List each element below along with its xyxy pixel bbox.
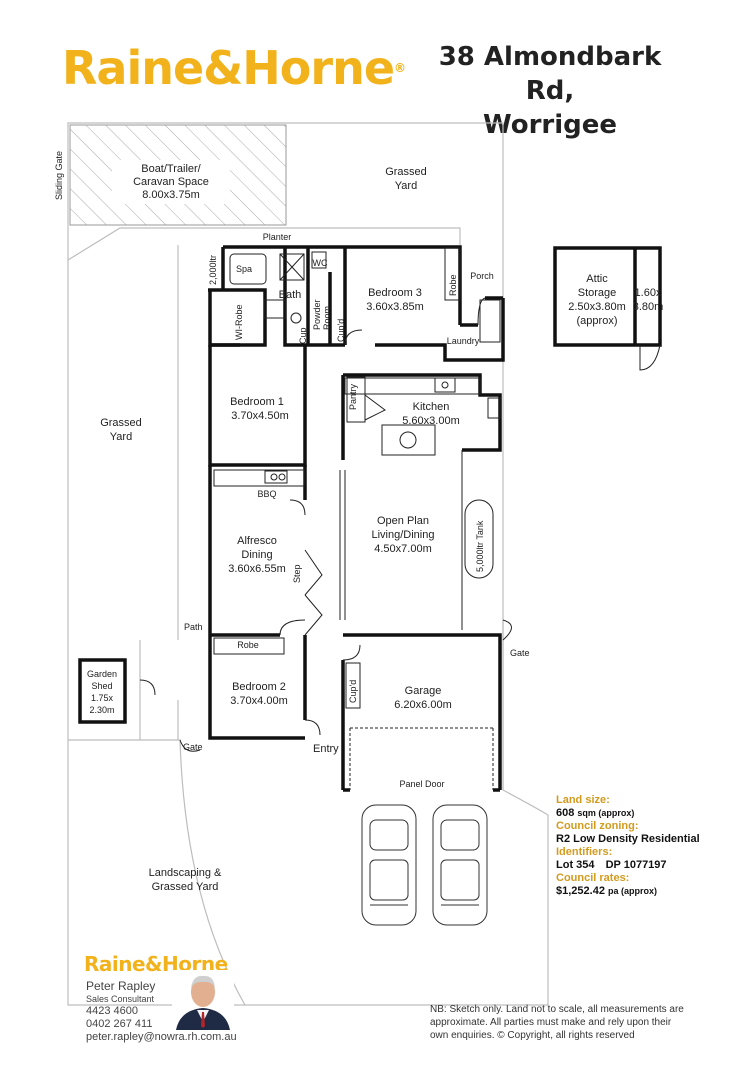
- bedroom-3-size: 3.60x3.85m: [366, 301, 423, 313]
- wi-robe-label: WI-Robe: [234, 304, 244, 340]
- living-label-1: Open Plan: [377, 515, 429, 527]
- grassed-yard-top-1: Grassed: [385, 166, 427, 178]
- brand-logo-text: Raine&Horne: [62, 41, 395, 95]
- kitchen-name: Kitchen: [413, 401, 450, 413]
- interior-details: [213, 247, 501, 790]
- cupd-top-label: Cup'd: [336, 319, 346, 342]
- agent-title: Sales Consultant: [86, 994, 155, 1004]
- rates-label: Council rates:: [556, 872, 630, 884]
- entry-label: Entry: [313, 743, 339, 755]
- powder-room-label-1: Powder: [312, 299, 322, 330]
- boat-trailer-space: [69, 124, 287, 226]
- land-size-unit: sqm (approx): [577, 808, 635, 818]
- landscaping-label-1: Landscaping &: [149, 867, 222, 879]
- landscaping-label-2: Grassed Yard: [152, 881, 219, 893]
- disclaimer: NB: Sketch only. Land not to scale, all …: [430, 1003, 730, 1042]
- porch-label: Porch: [470, 271, 494, 281]
- attic-side-label-1: 1.60x: [635, 287, 662, 299]
- land-size-label: Land size:: [556, 794, 610, 806]
- disclaimer-line-2: approximate. All parties must make and r…: [430, 1017, 672, 1028]
- land-size-row: 608 sqm (approx): [556, 807, 746, 820]
- agent-email[interactable]: peter.rapley@nowra.rh.com.au: [86, 1031, 237, 1043]
- boat-space-label-3: 8.00x3.75m: [142, 189, 199, 201]
- sliding-gate-label: Sliding Gate: [54, 151, 64, 200]
- step-label: Step: [292, 564, 302, 583]
- kitchen-size: 5.60x3.00m: [402, 415, 459, 427]
- bbq-label: BBQ: [257, 489, 276, 499]
- powder-room-label-2: Room: [322, 306, 332, 330]
- house-walls: [78, 245, 662, 792]
- attic-label-3: 2.50x3.80m: [568, 301, 625, 313]
- laundry-label: Laundry: [447, 336, 480, 346]
- attic-label-1: Attic: [586, 273, 608, 285]
- cup-label: Cup: [298, 327, 308, 344]
- property-info: Land size: 608 sqm (approx) Council zoni…: [556, 794, 746, 898]
- garden-shed-label-1: Garden: [87, 669, 117, 679]
- spa-label: Spa: [236, 264, 252, 274]
- lot-value: Lot 354: [556, 859, 595, 871]
- dp-value: DP 1077197: [605, 859, 667, 871]
- pantry-label: Pantry: [348, 383, 358, 410]
- robe-b2-label: Robe: [237, 640, 259, 650]
- gate-right-label: Gate: [510, 648, 530, 658]
- bedroom-2-size: 3.70x4.00m: [230, 695, 287, 707]
- cupd-garage-label: Cup'd: [348, 680, 358, 703]
- agent-name: Peter Rapley: [86, 979, 156, 993]
- alfresco-label-1: Alfresco: [237, 535, 277, 547]
- bedroom-3-name: Bedroom 3: [368, 287, 422, 299]
- bath-label: Bath: [279, 289, 302, 301]
- planter-label: Planter: [263, 232, 292, 242]
- disclaimer-line-1: NB: Sketch only. Land not to scale, all …: [430, 1004, 684, 1015]
- address-line-2: Worrigee: [482, 110, 618, 140]
- land-boundary: [67, 122, 549, 1006]
- attic-label-2: Storage: [578, 287, 617, 299]
- agent-photo: [172, 970, 234, 1030]
- grassed-yard-top-2: Yard: [395, 180, 417, 192]
- bedroom-2-name: Bedroom 2: [232, 681, 286, 693]
- identifiers-row: Lot 354 DP 1077197: [556, 859, 746, 872]
- wc-label: WC: [313, 258, 328, 268]
- alfresco-label-2: Dining: [241, 549, 272, 561]
- parked-cars: [361, 804, 488, 926]
- garden-shed-label-2: Shed: [91, 681, 112, 691]
- garden-shed-label-3: 1.75x: [91, 693, 114, 703]
- property-address: 38 Almondbark Rd, Worrigee: [420, 40, 680, 142]
- living-label-2: Living/Dining: [372, 529, 435, 541]
- tank-2000-label: 2,000ltr: [208, 255, 218, 285]
- garage-size: 6.20x6.00m: [394, 699, 451, 711]
- zoning-value: R2 Low Density Residential: [556, 833, 700, 845]
- bedroom-1-size: 3.70x4.50m: [231, 410, 288, 422]
- living-label-3: 4.50x7.00m: [374, 543, 431, 555]
- gate-left-label: Gate: [183, 742, 203, 752]
- grassed-yard-left-1: Grassed: [100, 417, 142, 429]
- boat-space-label-2: Caravan Space: [133, 176, 209, 188]
- agent-details: Peter Rapley Sales Consultant 4423 4600 …: [86, 980, 266, 1044]
- tank-5000-label: 5,000ltr Tank: [475, 520, 485, 572]
- rates-unit: pa (approx): [608, 886, 658, 896]
- alfresco-label-3: 3.60x6.55m: [228, 563, 285, 575]
- agent-phone-1[interactable]: 4423 4600: [86, 1005, 138, 1017]
- path-label: Path: [184, 622, 203, 632]
- garage-name: Garage: [405, 685, 442, 697]
- bedroom-1-name: Bedroom 1: [230, 396, 284, 408]
- attic-side-label-2: 3.80m: [633, 301, 664, 313]
- rates-row: $1,252.42 pa (approx): [556, 885, 746, 898]
- grassed-yard-left-2: Yard: [110, 431, 132, 443]
- land-size-value: 608: [556, 807, 575, 819]
- attic-label-4: (approx): [577, 315, 618, 327]
- disclaimer-line-3: own enquiries. © Copyright, all rights r…: [430, 1030, 635, 1041]
- door-swings: [139, 297, 661, 752]
- rates-value: $1,252.42: [556, 885, 605, 897]
- panel-door-label: Panel Door: [399, 779, 444, 789]
- robe-b3-label: Robe: [448, 274, 458, 296]
- garden-shed-label-4: 2.30m: [89, 705, 114, 715]
- zoning-label: Council zoning:: [556, 820, 639, 832]
- identifiers-label: Identifiers:: [556, 846, 613, 858]
- agent-phone-2[interactable]: 0402 267 411: [86, 1018, 153, 1030]
- brand-logo: Raine&Horne®: [62, 41, 407, 95]
- boat-space-label-1: Boat/Trailer/: [141, 163, 201, 175]
- address-line-1: 38 Almondbark Rd,: [438, 42, 662, 106]
